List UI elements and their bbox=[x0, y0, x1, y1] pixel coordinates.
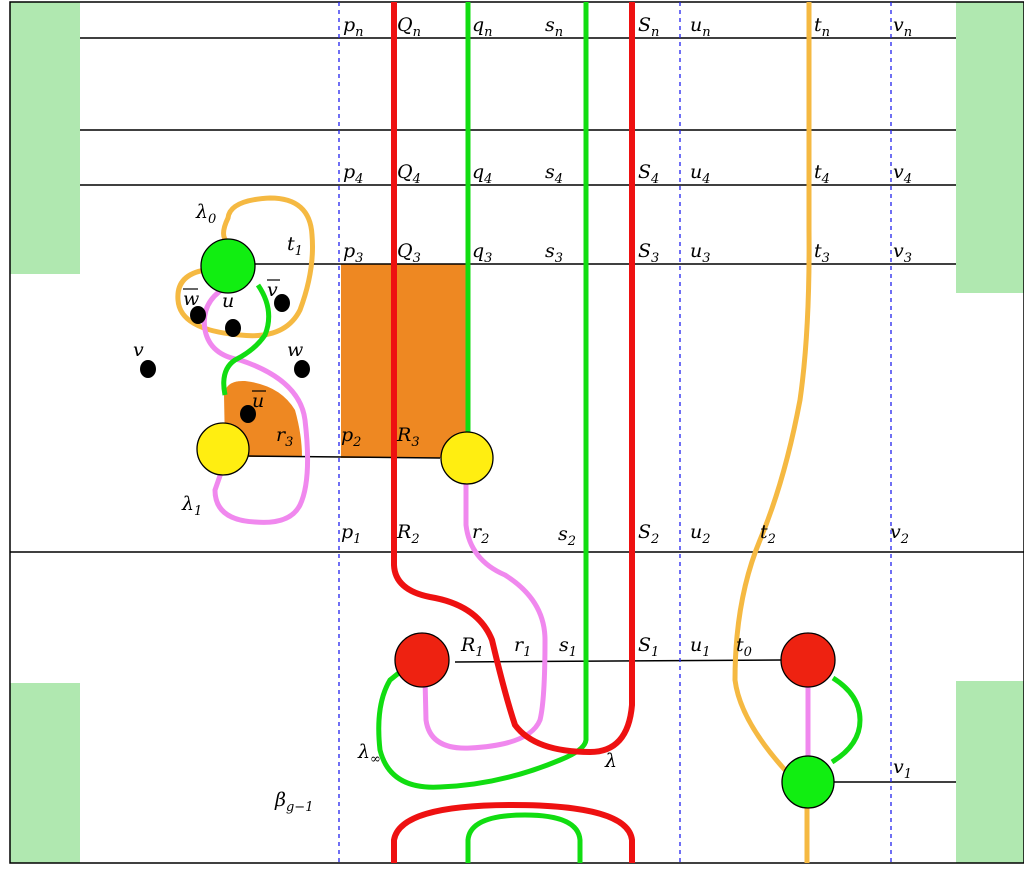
right-bottom-block bbox=[956, 681, 1024, 863]
label-s3: s3 bbox=[545, 240, 563, 266]
labels: pn Qn qn sn Sn un tn vn p4 Q4 q4 s4 S4 u… bbox=[133, 14, 912, 815]
label-beta: βg−1 bbox=[274, 789, 313, 815]
label-p2: p2 bbox=[341, 424, 361, 450]
right-top-block bbox=[956, 2, 1024, 293]
label-v1: v1 bbox=[893, 756, 912, 782]
label-s1: s1 bbox=[559, 634, 577, 660]
label-R3: R3 bbox=[396, 424, 420, 450]
yellow-disc-right bbox=[440, 431, 494, 485]
label-Sn: Sn bbox=[638, 14, 659, 40]
label-S3: S3 bbox=[638, 240, 659, 266]
red-curves bbox=[391, 2, 635, 863]
label-R2: R2 bbox=[396, 521, 420, 547]
label-pn: pn bbox=[343, 14, 364, 40]
label-w: w bbox=[287, 339, 303, 361]
label-R1: R1 bbox=[460, 634, 484, 660]
label-p3: p3 bbox=[343, 240, 363, 266]
label-qn: qn bbox=[472, 14, 493, 40]
puncture-v bbox=[140, 360, 156, 378]
label-q3: q3 bbox=[472, 240, 492, 266]
label-u-top: u bbox=[222, 290, 234, 312]
label-t0: t0 bbox=[736, 634, 752, 660]
label-v4: v4 bbox=[893, 161, 912, 187]
puncture-u bbox=[225, 319, 241, 337]
puncture-w bbox=[294, 360, 310, 378]
label-lambda1: λ1 bbox=[181, 493, 202, 519]
label-t3: t3 bbox=[814, 240, 830, 266]
label-v3: v3 bbox=[893, 240, 912, 266]
label-u2: u2 bbox=[690, 521, 711, 547]
label-r1: r1 bbox=[514, 634, 531, 660]
label-p1: p1 bbox=[341, 521, 361, 547]
label-lambda0: λ0 bbox=[195, 201, 216, 227]
label-un: un bbox=[690, 14, 711, 40]
label-t4: t4 bbox=[814, 161, 830, 187]
yellow-disc-left bbox=[196, 422, 250, 476]
green-curves bbox=[221, 2, 863, 863]
overlines bbox=[183, 279, 280, 392]
red-disc-right bbox=[780, 632, 836, 688]
label-S1: S1 bbox=[638, 634, 659, 660]
red-disc-left bbox=[394, 632, 450, 688]
pink-curves bbox=[201, 282, 811, 758]
label-t2: t2 bbox=[760, 521, 776, 547]
label-v: v bbox=[133, 339, 144, 361]
label-lambda-inf: λ∞ bbox=[357, 741, 381, 767]
label-r3: r3 bbox=[276, 424, 293, 450]
label-u1: u1 bbox=[690, 634, 711, 660]
horizontal-lines bbox=[10, 37, 1024, 783]
green-disc-top bbox=[200, 238, 256, 294]
green-disc-bottom bbox=[781, 755, 835, 809]
label-u4: u4 bbox=[690, 161, 711, 187]
left-bottom-block bbox=[10, 683, 80, 863]
label-t1: t1 bbox=[287, 233, 303, 259]
label-S4: S4 bbox=[638, 161, 659, 187]
label-s2: s2 bbox=[558, 523, 576, 549]
puncture-ubar bbox=[240, 405, 256, 423]
label-s4: s4 bbox=[545, 161, 563, 187]
puncture-vbar bbox=[274, 294, 290, 312]
orange-square-region bbox=[341, 264, 470, 458]
frame bbox=[9, 1, 1024, 864]
label-Q4: Q4 bbox=[397, 161, 421, 187]
label-p4: p4 bbox=[343, 161, 363, 187]
label-S2: S2 bbox=[638, 521, 659, 547]
punctures bbox=[140, 294, 310, 423]
label-u3: u3 bbox=[690, 240, 711, 266]
label-wbar: w bbox=[183, 288, 199, 310]
label-Q3: Q3 bbox=[397, 240, 421, 266]
left-top-block bbox=[10, 2, 80, 274]
puncture-wbar bbox=[190, 306, 206, 324]
label-tn: tn bbox=[814, 14, 830, 40]
label-r2: r2 bbox=[472, 521, 489, 547]
label-lambda: λ bbox=[604, 750, 617, 772]
label-ubar: u bbox=[252, 390, 264, 412]
orange-curves bbox=[175, 2, 812, 863]
label-q4: q4 bbox=[472, 161, 492, 187]
label-vbar: v bbox=[267, 279, 278, 301]
label-Qn: Qn bbox=[397, 14, 421, 40]
label-vn: vn bbox=[893, 14, 912, 40]
label-v2: v2 bbox=[890, 521, 909, 547]
label-sn: sn bbox=[545, 14, 563, 40]
